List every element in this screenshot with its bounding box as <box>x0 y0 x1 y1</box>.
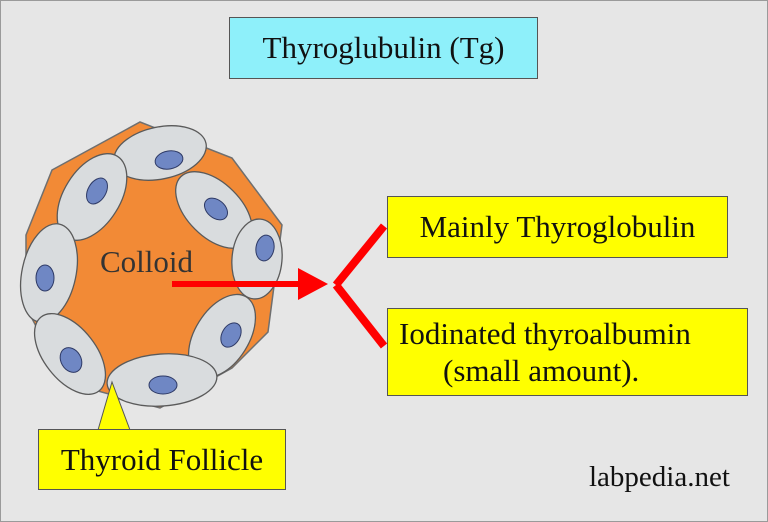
fork-lower-branch <box>332 282 388 349</box>
mainly-thyroglobulin-box: Mainly Thyroglobulin <box>387 196 728 258</box>
arrow <box>172 268 328 300</box>
nucleus <box>59 347 83 373</box>
thyroid-follicle-box: Thyroid Follicle <box>38 429 286 490</box>
page-title: Thyroglubulin (Tg) <box>262 30 505 65</box>
title-box: Thyroglubulin (Tg) <box>229 17 538 79</box>
fork-upper-branch <box>332 223 388 288</box>
iodinated-label-line1: Iodinated thyroalbumin <box>399 315 691 351</box>
nuclei <box>35 150 275 395</box>
nucleus <box>86 177 108 205</box>
nucleus <box>220 322 242 348</box>
nucleus <box>255 234 275 262</box>
thyroid-follicle-label: Thyroid Follicle <box>60 441 264 477</box>
arrow-head <box>298 268 328 300</box>
nucleus <box>35 264 55 292</box>
mainly-thyroglobulin-label: Mainly Thyroglobulin <box>419 209 696 244</box>
nucleus <box>203 197 229 221</box>
iodinated-thyroalbumin-box: Iodinated thyroalbumin (small amount). <box>387 308 748 396</box>
watermark: labpedia.net <box>589 461 730 493</box>
colloid-label: Colloid <box>100 244 194 279</box>
fork <box>332 223 388 349</box>
nucleus <box>148 375 178 395</box>
nucleus <box>154 150 184 170</box>
iodinated-label-line2: (small amount). <box>443 353 640 388</box>
